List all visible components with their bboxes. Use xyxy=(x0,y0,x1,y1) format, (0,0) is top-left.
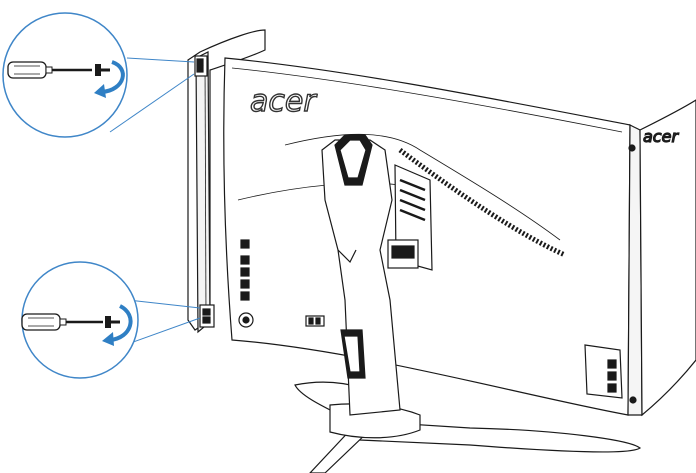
top-screw-callout xyxy=(2,12,195,138)
rotate-counterclockwise-arrow-icon xyxy=(102,304,133,346)
screwdriver-icon xyxy=(7,61,92,79)
acer-logo-main: acer xyxy=(250,84,317,119)
screwdriver-icon xyxy=(21,313,103,331)
rotate-counterclockwise-arrow-icon xyxy=(94,60,125,98)
acer-logo-side: acer xyxy=(643,127,679,146)
screw-icon xyxy=(105,316,120,328)
stand-neck xyxy=(321,134,401,416)
screw-icon xyxy=(95,64,110,76)
bottom-screw-callout xyxy=(21,261,201,379)
monitor-back-shell: acer acer xyxy=(223,57,696,417)
side-cover-panel xyxy=(187,29,266,334)
